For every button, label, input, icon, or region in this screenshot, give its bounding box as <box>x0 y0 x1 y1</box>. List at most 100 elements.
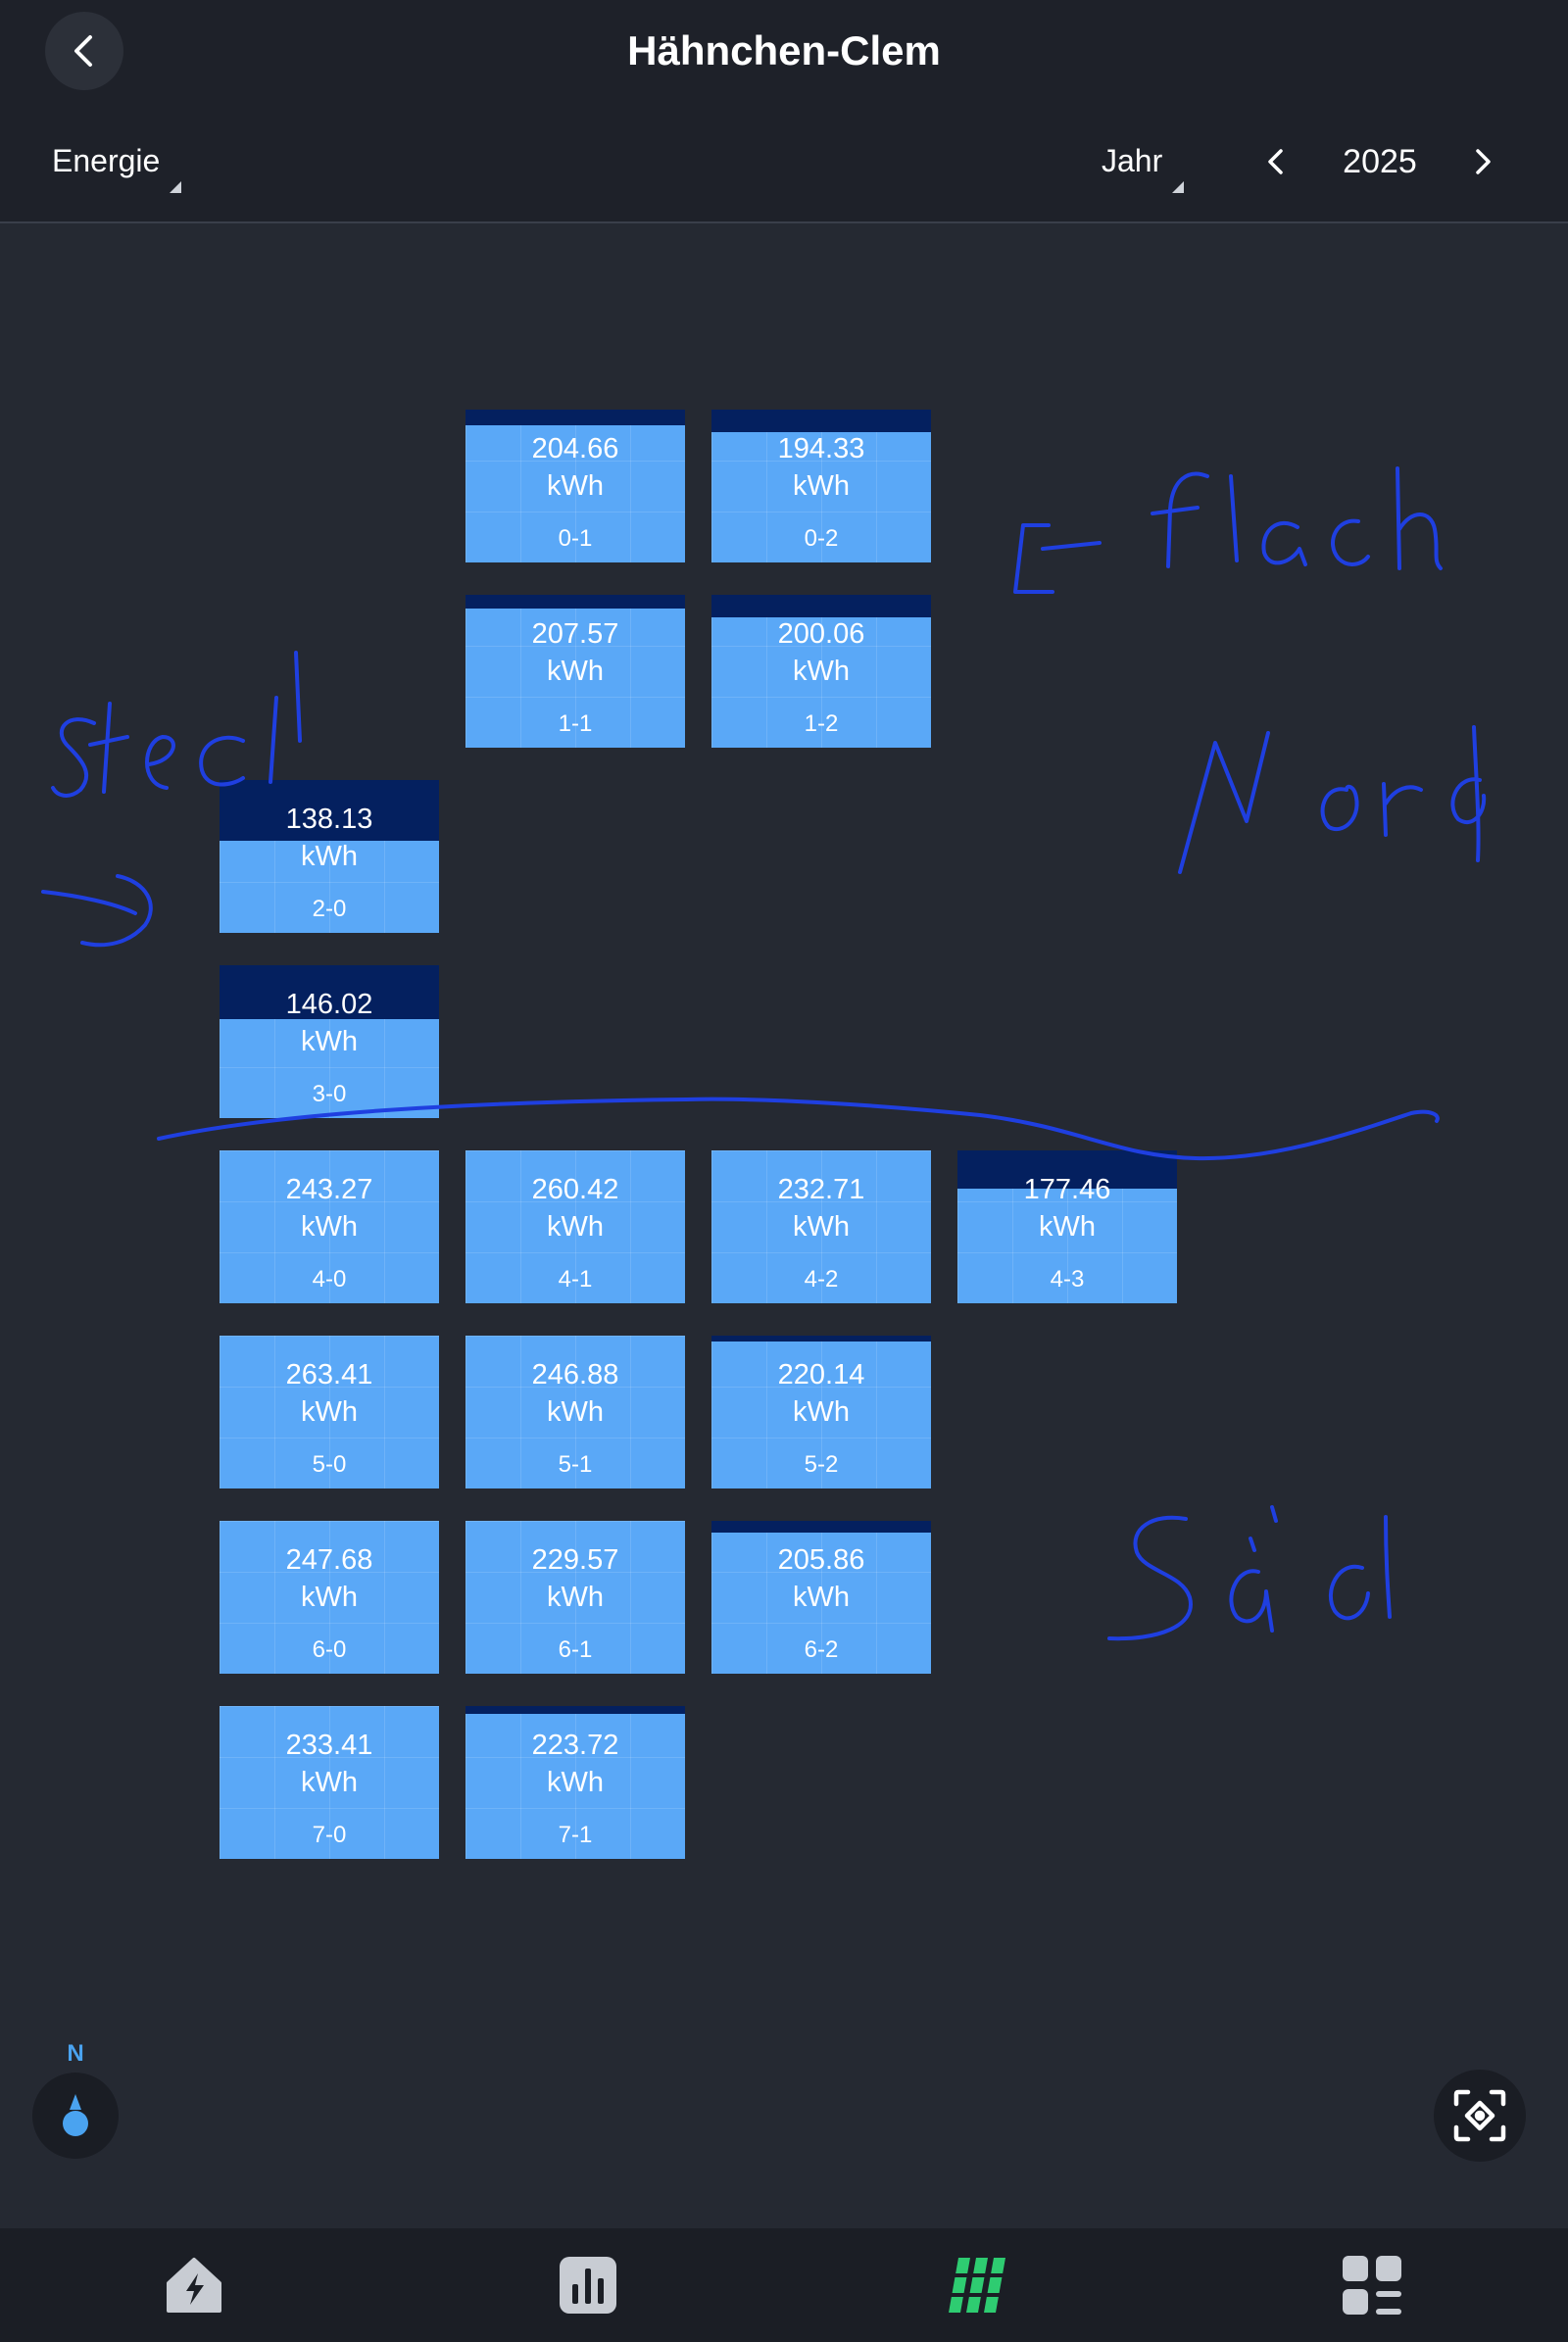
solar-panel-3-0[interactable]: 146.02 kWh 3-0 <box>220 965 439 1118</box>
solar-panel-7-0[interactable]: 233.41 kWh 7-0 <box>220 1706 439 1859</box>
panel-energy-unit: kWh <box>1039 1211 1096 1243</box>
panel-id-label: 6-0 <box>312 1636 347 1663</box>
panel-id-label: 1-2 <box>804 710 839 737</box>
solar-panel-4-3[interactable]: 177.46 kWh 4-3 <box>957 1150 1177 1303</box>
panel-shading-indicator <box>466 595 685 610</box>
panel-energy-unit: kWh <box>547 656 604 687</box>
panel-energy-value: 220.14 <box>777 1359 865 1391</box>
chevron-left-icon <box>1268 149 1283 174</box>
panel-layout: 204.66 kWh 0-1 194.33 kWh 0-2 207.57 kWh 1-1 200.… <box>0 223 1568 2227</box>
panel-id-label: 7-0 <box>312 1822 347 1848</box>
panel-energy-unit: kWh <box>301 1211 358 1243</box>
panel-energy-value: 247.68 <box>285 1544 373 1576</box>
panel-id-label: 4-3 <box>1050 1266 1085 1293</box>
panel-energy-value: 177.46 <box>1023 1174 1111 1205</box>
panel-energy-value: 232.71 <box>777 1174 865 1205</box>
panel-energy-value: 146.02 <box>285 989 373 1020</box>
solar-panel-5-2[interactable]: 220.14 kWh 5-2 <box>711 1336 931 1488</box>
panels-layout-icon <box>945 2258 1015 2313</box>
panel-energy-unit: kWh <box>301 1582 358 1613</box>
panel-energy-value: 205.86 <box>777 1544 865 1576</box>
panel-energy-value: 204.66 <box>531 433 619 464</box>
panel-energy-unit: kWh <box>547 1582 604 1613</box>
panel-shading-indicator <box>711 410 931 433</box>
solar-panel-0-1[interactable]: 204.66 kWh 0-1 <box>466 410 685 562</box>
metric-dropdown-label: Energie <box>52 143 161 178</box>
panel-id-label: 0-1 <box>558 525 593 552</box>
panel-energy-unit: kWh <box>793 1396 850 1428</box>
panel-energy-value: 207.57 <box>531 618 619 650</box>
panel-energy-unit: kWh <box>301 1026 358 1057</box>
panel-energy-unit: kWh <box>547 1396 604 1428</box>
metric-dropdown[interactable]: Energie <box>52 143 182 193</box>
compass-north-label: N <box>67 2040 84 2067</box>
panel-energy-value: 200.06 <box>777 618 865 650</box>
panel-id-label: 5-0 <box>312 1451 347 1478</box>
compass-button[interactable] <box>32 2073 119 2159</box>
solar-panel-1-1[interactable]: 207.57 kWh 1-1 <box>466 595 685 748</box>
dropdown-caret-icon <box>170 181 182 193</box>
year-label: 2025 <box>1343 143 1417 180</box>
panel-id-label: 4-2 <box>804 1266 839 1293</box>
panel-shading-indicator <box>220 780 439 842</box>
panel-energy-unit: kWh <box>547 1767 604 1798</box>
panel-energy-value: 246.88 <box>531 1359 619 1391</box>
panel-energy-unit: kWh <box>301 1767 358 1798</box>
panel-energy-value: 194.33 <box>777 433 865 464</box>
back-button[interactable] <box>45 12 123 90</box>
panel-shading-indicator <box>711 1521 931 1534</box>
home-energy-icon <box>167 2258 221 2313</box>
panel-energy-unit: kWh <box>301 841 358 872</box>
solar-panel-4-0[interactable]: 243.27 kWh 4-0 <box>220 1150 439 1303</box>
recenter-button[interactable] <box>1434 2070 1526 2162</box>
solar-panel-0-2[interactable]: 194.33 kWh 0-2 <box>711 410 931 562</box>
panel-shading-indicator <box>466 410 685 425</box>
page-title: Hähnchen-Clem <box>627 27 941 73</box>
panel-energy-value: 260.42 <box>531 1174 619 1205</box>
panel-id-label: 4-1 <box>558 1266 593 1293</box>
nav-menu[interactable] <box>1337 2250 1407 2320</box>
solar-panel-5-1[interactable]: 246.88 kWh 5-1 <box>466 1336 685 1488</box>
panel-id-label: 3-0 <box>312 1081 347 1107</box>
panel-id-label: 2-0 <box>312 896 347 922</box>
solar-panel-2-0[interactable]: 138.13 kWh 2-0 <box>220 780 439 933</box>
panel-energy-unit: kWh <box>793 1211 850 1243</box>
panel-energy-unit: kWh <box>547 1211 604 1243</box>
solar-panel-4-1[interactable]: 260.42 kWh 4-1 <box>466 1150 685 1303</box>
nav-statistics[interactable] <box>553 2250 623 2320</box>
statistics-icon <box>560 2257 616 2314</box>
solar-panel-4-2[interactable]: 232.71 kWh 4-2 <box>711 1150 931 1303</box>
dropdown-caret-icon <box>1172 181 1185 193</box>
period-dropdown-label: Jahr <box>1102 143 1163 178</box>
nav-panel-layout[interactable] <box>945 2250 1015 2320</box>
solar-panel-5-0[interactable]: 263.41 kWh 5-0 <box>220 1336 439 1488</box>
bottom-navigation <box>0 2228 1568 2342</box>
solar-panel-6-0[interactable]: 247.68 kWh 6-0 <box>220 1521 439 1674</box>
panel-energy-value: 233.41 <box>285 1730 373 1761</box>
panel-id-label: 7-1 <box>558 1822 593 1848</box>
period-dropdown[interactable]: Jahr <box>1102 143 1185 193</box>
panel-energy-value: 263.41 <box>285 1359 373 1391</box>
compass-needle-icon <box>63 2094 88 2136</box>
next-year-button[interactable] <box>1458 137 1507 186</box>
nav-home[interactable] <box>159 2250 229 2320</box>
panel-id-label: 5-2 <box>804 1451 839 1478</box>
panel-energy-unit: kWh <box>793 470 850 502</box>
panel-id-label: 4-0 <box>312 1266 347 1293</box>
top-bar: Hähnchen-Clem Energie Jahr 2025 <box>0 0 1568 223</box>
panel-id-label: 0-2 <box>804 525 839 552</box>
panel-energy-value: 243.27 <box>285 1174 373 1205</box>
panel-energy-value: 229.57 <box>531 1544 619 1576</box>
panel-shading-indicator <box>711 1336 931 1342</box>
panel-energy-unit: kWh <box>301 1396 358 1428</box>
panel-id-label: 1-1 <box>558 710 593 737</box>
panel-energy-unit: kWh <box>547 470 604 502</box>
chevron-left-icon <box>74 35 92 67</box>
previous-year-button[interactable] <box>1251 137 1300 186</box>
panel-energy-value: 138.13 <box>285 804 373 835</box>
panel-id-label: 5-1 <box>558 1451 593 1478</box>
